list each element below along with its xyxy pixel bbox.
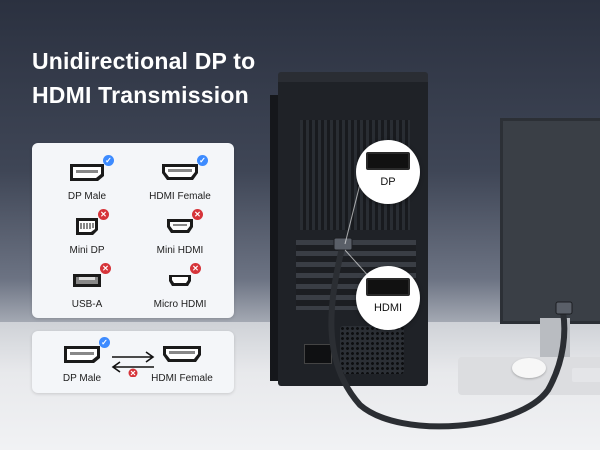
direction-panel: ✓ DP Male HDMI Female xyxy=(32,331,234,393)
headline: Unidirectional DP to HDMI Transmission xyxy=(32,44,255,112)
cross-icon: ✕ xyxy=(98,209,109,220)
usb-a-port-icon: ✕ xyxy=(71,263,111,291)
mini-dp-port-icon: ✕ xyxy=(73,209,109,237)
pc-tower-top xyxy=(278,72,428,82)
hdmi-connector-icon xyxy=(366,278,410,296)
dp-port-icon: ✓ xyxy=(68,155,114,183)
headline-line-1: Unidirectional DP to xyxy=(32,48,256,74)
one-way-arrow-icon xyxy=(110,349,156,378)
checkmark-icon: ✓ xyxy=(103,155,114,166)
compat-item-usb-a: ✕ USB-A xyxy=(37,263,137,310)
compat-label: Micro HDMI xyxy=(153,299,207,310)
checkmark-icon: ✓ xyxy=(197,155,208,166)
hdmi-callout-label: HDMI xyxy=(373,302,403,314)
compat-item-dp-male: ✓ DP Male xyxy=(37,155,137,202)
micro-hdmi-port-icon: ✕ xyxy=(167,263,201,291)
hdmi-callout: HDMI xyxy=(356,266,420,330)
cross-icon: ✕ xyxy=(192,209,203,220)
cross-icon: ✕ xyxy=(190,263,201,274)
mouse xyxy=(512,358,546,378)
headline-line-2: HDMI Transmission xyxy=(32,82,249,108)
compat-label: USB-A xyxy=(71,299,103,310)
direction-source: ✓ DP Male xyxy=(32,337,132,384)
hdmi-port-icon: ✓ xyxy=(160,155,208,183)
direction-target-label: HDMI Female xyxy=(151,373,213,384)
compat-label: Mini DP xyxy=(69,245,105,256)
compat-item-mini-dp: ✕ Mini DP xyxy=(37,209,137,256)
dp-connector-icon xyxy=(366,152,410,170)
compat-label: DP Male xyxy=(67,191,107,202)
compat-item-mini-hdmi: ✕ Mini HDMI xyxy=(130,209,230,256)
direction-target: HDMI Female xyxy=(132,343,232,384)
cross-icon: ✕ xyxy=(100,263,111,274)
psu-fan-grille xyxy=(340,326,404,374)
direction-source-label: DP Male xyxy=(62,373,102,384)
keyboard xyxy=(572,368,600,382)
compat-item-hdmi-female: ✓ HDMI Female xyxy=(130,155,230,202)
dp-port-icon: ✓ xyxy=(62,337,110,365)
mini-hdmi-port-icon: ✕ xyxy=(165,209,203,237)
monitor xyxy=(500,118,600,324)
dp-callout: DP xyxy=(356,140,420,204)
compat-item-micro-hdmi: ✕ Micro HDMI xyxy=(130,263,230,310)
checkmark-icon: ✓ xyxy=(99,337,110,348)
compatibility-panel: ✓ DP Male ✓ HDMI Female ✕ Mini DP ✕ Mini xyxy=(32,143,234,318)
hdmi-port-icon xyxy=(161,343,203,365)
compat-label: Mini HDMI xyxy=(156,245,204,256)
compat-label: HDMI Female xyxy=(149,191,211,202)
dp-callout-label: DP xyxy=(380,176,396,188)
